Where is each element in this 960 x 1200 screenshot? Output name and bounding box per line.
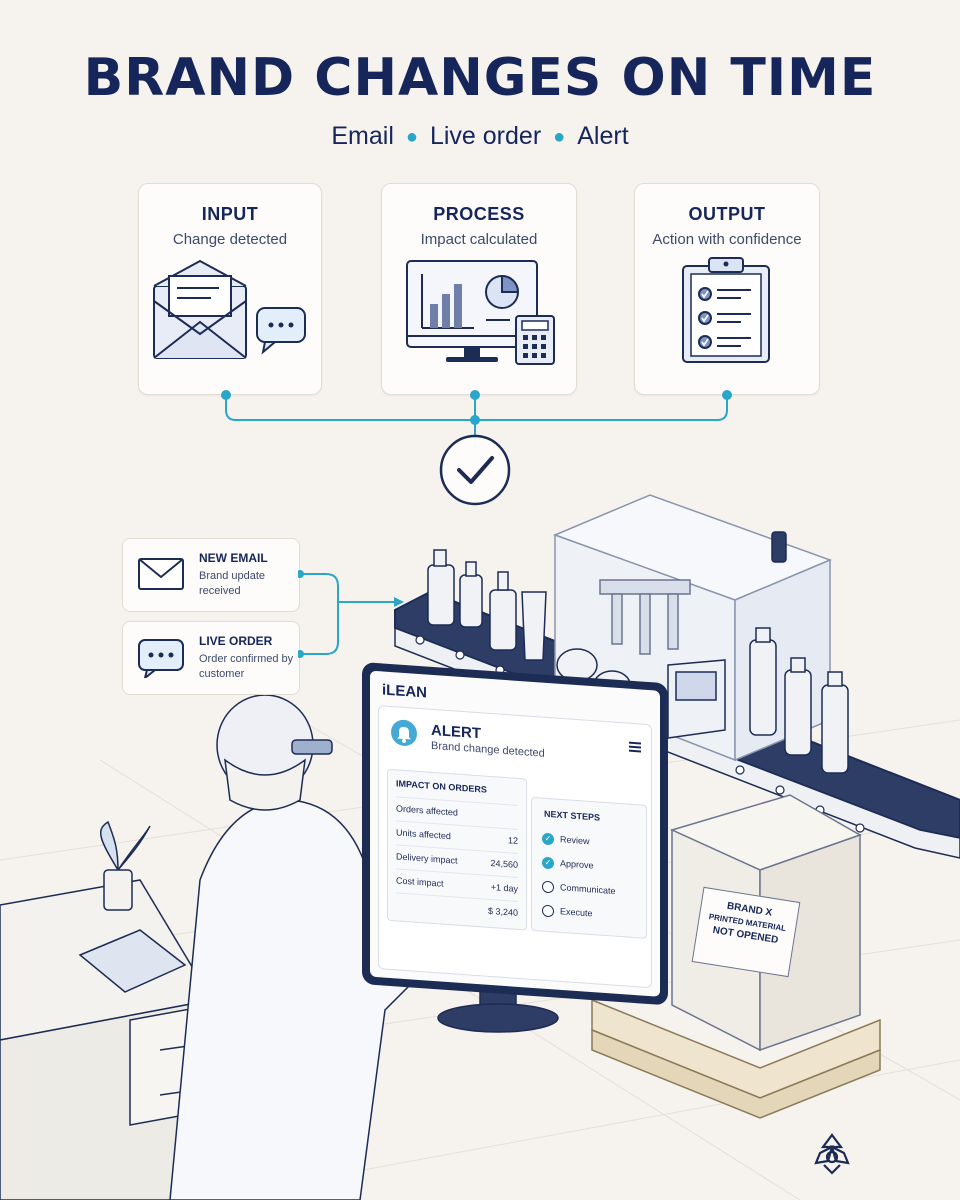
monitor-stand xyxy=(437,984,559,1033)
impact-table: IMPACT ON ORDERS Orders affected Units a… xyxy=(387,768,527,931)
menu-icon[interactable] xyxy=(629,741,641,755)
card-title: NEW EMAIL xyxy=(199,551,268,565)
step-communicate[interactable]: Communicate xyxy=(542,880,616,898)
impact-header: IMPACT ON ORDERS xyxy=(396,778,487,795)
step-review[interactable]: ✓ Review xyxy=(542,832,590,848)
bullet-dot-icon: ● xyxy=(405,125,418,148)
impact-label: Orders affected xyxy=(396,803,458,818)
monitor-screen: iLEAN ALERT Brand change detected IMPACT… xyxy=(370,670,660,997)
subtitle-email: Email xyxy=(331,122,394,150)
input-connector xyxy=(298,570,404,658)
impact-value: +1 day xyxy=(490,882,518,894)
flow-card-desc: Action with confidence xyxy=(652,231,802,248)
page-title: BRAND CHANGES ON TIME xyxy=(83,48,877,108)
ilean-monitor: iLEAN ALERT Brand change detected IMPACT… xyxy=(362,662,668,1006)
live-order-card: LIVE ORDER Order confirmed by customer xyxy=(122,621,300,695)
impact-label: Units affected xyxy=(396,827,451,842)
next-steps-panel: NEXT STEPS ✓Review ✓Approve Communicate … xyxy=(531,796,647,939)
alert-subtitle: Brand change detected xyxy=(431,739,545,760)
subtitle: Email ● Live order ● Alert xyxy=(0,122,960,151)
bell-icon xyxy=(391,719,417,747)
step-execute[interactable]: Execute xyxy=(542,904,593,921)
app-brand: iLEAN xyxy=(382,681,427,702)
monitor-chart-calculator-icon xyxy=(406,260,555,365)
flow-card-title: INPUT xyxy=(201,204,259,224)
card-desc: Order confirmed by customer xyxy=(199,653,294,680)
flow-connector xyxy=(221,390,732,506)
card-desc: Brand update received xyxy=(199,570,266,597)
flow-card-input: INPUT Change detected xyxy=(138,183,322,395)
flow-card-process: PROCESS Impact calculated xyxy=(381,183,577,395)
checkmark-icon xyxy=(439,434,511,506)
envelope-chat-icon xyxy=(153,259,306,359)
envelope-icon xyxy=(138,558,184,590)
pallet-label: BRAND X PRINTED MATERIAL NOT OPENED xyxy=(691,886,801,978)
flow-card-desc: Impact calculated xyxy=(420,231,538,248)
step-label: Communicate xyxy=(560,882,616,897)
flow-card-title: PROCESS xyxy=(433,204,525,224)
alert-title: ALERT xyxy=(431,721,481,743)
card-title: LIVE ORDER xyxy=(199,634,273,648)
impact-label: Delivery impact xyxy=(396,851,458,866)
alert-panel: ALERT Brand change detected IMPACT ON OR… xyxy=(378,705,652,989)
desk xyxy=(0,820,214,1200)
unchecked-icon xyxy=(542,904,554,918)
step-approve[interactable]: ✓ Approve xyxy=(542,856,594,873)
steps-header: NEXT STEPS xyxy=(544,808,601,823)
impact-label: Cost impact xyxy=(396,875,444,889)
flow-card-title: OUTPUT xyxy=(688,204,766,224)
step-label: Review xyxy=(560,834,590,847)
clipboard-checklist-icon xyxy=(682,257,770,363)
checked-icon: ✓ xyxy=(542,832,554,846)
step-label: Approve xyxy=(560,858,594,871)
chat-bubble-icon xyxy=(138,639,184,678)
subtitle-alert: Alert xyxy=(577,122,629,150)
subtitle-live-order: Live order xyxy=(429,122,542,150)
checked-icon: ✓ xyxy=(542,856,554,870)
flow-card-desc: Change detected xyxy=(172,231,288,248)
impact-value: $ 3,240 xyxy=(487,905,518,918)
unchecked-icon xyxy=(542,880,554,894)
brand-logo-icon xyxy=(814,1133,850,1175)
wrapped-pallet xyxy=(591,794,881,1119)
flow-card-output: OUTPUT Action with confidence xyxy=(634,183,820,395)
impact-value: 24,560 xyxy=(490,857,518,870)
impact-value: 12 xyxy=(507,835,518,846)
new-email-card: NEW EMAIL Brand update received xyxy=(122,538,300,612)
bullet-dot-icon: ● xyxy=(553,125,566,148)
factory-scene xyxy=(0,494,960,1200)
step-label: Execute xyxy=(560,906,593,919)
